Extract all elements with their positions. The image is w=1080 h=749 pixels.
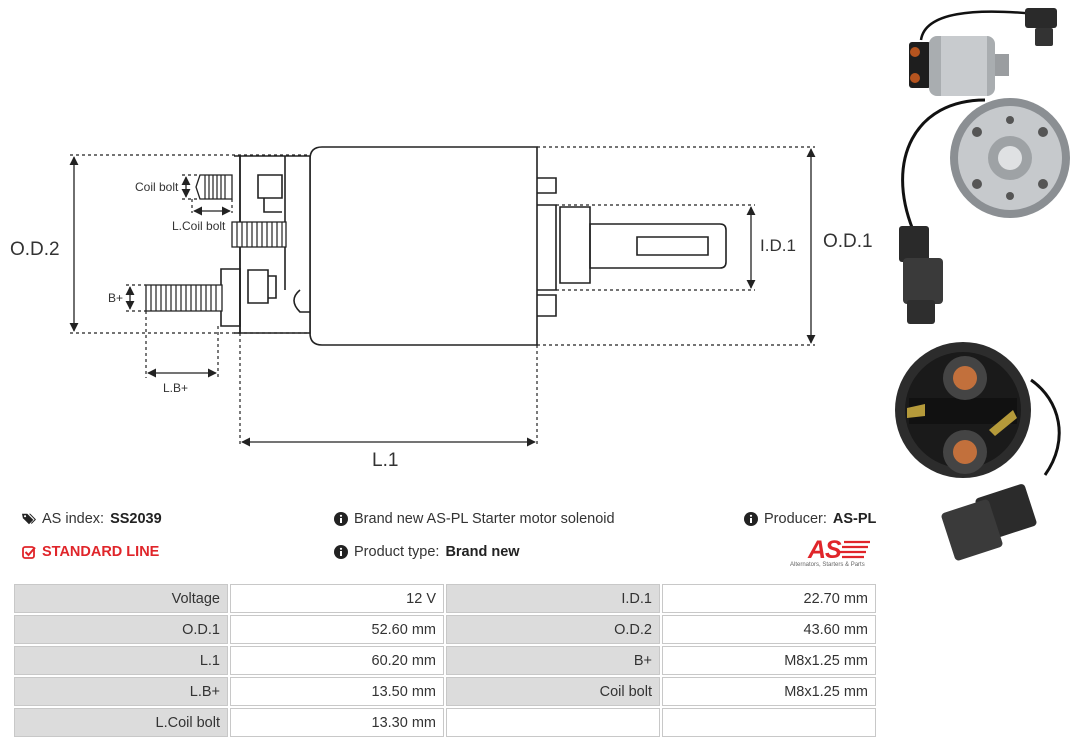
product-photo-rear	[895, 342, 1061, 561]
spec-value: 13.50 mm	[230, 677, 444, 706]
info-icon	[334, 545, 348, 559]
info-icon	[744, 512, 758, 526]
od1-label: O.D.1	[823, 231, 873, 252]
info-icon	[334, 512, 348, 526]
producer: Producer: AS-PL	[744, 511, 876, 527]
table-row: O.D.1 52.60 mm O.D.2 43.60 mm	[14, 615, 876, 644]
logo-brand: AS	[808, 536, 842, 564]
spec-label: L.Coil bolt	[14, 708, 228, 737]
as-index-value: SS2039	[110, 511, 162, 527]
spec-label: Coil bolt	[446, 677, 660, 706]
spec-table: Voltage 12 V I.D.1 22.70 mm O.D.1 52.60 …	[12, 582, 878, 739]
b-plus-label: B+	[108, 291, 123, 305]
producer-value: AS-PL	[832, 511, 877, 527]
spec-value: M8x1.25 mm	[662, 646, 876, 675]
plunger	[589, 223, 727, 269]
logo-tagline: Alternators, Starters & Parts	[790, 562, 865, 568]
product-type: Product type: Brand new	[334, 544, 520, 560]
as-pl-logo: AS Alternators, Starters & Parts	[790, 536, 880, 572]
description-text: Brand new AS-PL Starter motor solenoid	[354, 511, 615, 527]
standard-line-text: STANDARD LINE	[42, 544, 160, 560]
spec-label: B+	[446, 646, 660, 675]
spec-label: O.D.1	[14, 615, 228, 644]
coil-bolt-label: Coil bolt	[135, 180, 179, 194]
plunger-collar	[537, 204, 557, 291]
l-b-plus-label: L.B+	[163, 381, 188, 395]
product-photo-side	[909, 8, 1057, 96]
l-coil-bolt-label: L.Coil bolt	[172, 219, 226, 233]
coil-bolt-lower	[231, 221, 287, 248]
spec-label: L.1	[14, 646, 228, 675]
spec-value: 52.60 mm	[230, 615, 444, 644]
spec-label: L.B+	[14, 677, 228, 706]
spec-label: Voltage	[14, 584, 228, 613]
product-type-value: Brand new	[445, 544, 520, 560]
product-photos	[895, 8, 1070, 561]
spec-label: I.D.1	[446, 584, 660, 613]
table-row: L.B+ 13.50 mm Coil bolt M8x1.25 mm	[14, 677, 876, 706]
od2-label: O.D.2	[10, 239, 60, 260]
as-index-label: AS index:	[42, 511, 105, 527]
logo-stripes	[840, 540, 870, 559]
product-type-label: Product type:	[354, 544, 440, 560]
tags-icon	[22, 512, 36, 526]
spec-value: 12 V	[230, 584, 444, 613]
producer-label: Producer:	[764, 511, 827, 527]
b-plus-bolt	[145, 284, 223, 312]
spec-value: M8x1.25 mm	[662, 677, 876, 706]
table-row: L.1 60.20 mm B+ M8x1.25 mm	[14, 646, 876, 675]
standard-line-badge: STANDARD LINE	[22, 544, 159, 560]
l1-label: L.1	[372, 450, 398, 471]
spec-value: 60.20 mm	[230, 646, 444, 675]
product-photo-front	[899, 98, 1070, 324]
spec-value: 22.70 mm	[662, 584, 876, 613]
table-row: L.Coil bolt 13.30 mm	[14, 708, 876, 737]
description: Brand new AS-PL Starter motor solenoid	[334, 511, 615, 527]
coil-bolt	[195, 174, 233, 200]
spec-value: 43.60 mm	[662, 615, 876, 644]
table-row: Voltage 12 V I.D.1 22.70 mm	[14, 584, 876, 613]
spec-label-empty	[446, 708, 660, 737]
id1-label: I.D.1	[760, 236, 796, 255]
as-index: AS index: SS2039	[22, 511, 162, 527]
technical-drawing: Coil bolt L.Coil bolt B+ L.B+ O.D.2 O.D.…	[10, 146, 873, 471]
spec-label: O.D.2	[446, 615, 660, 644]
checkbox-icon	[22, 545, 36, 559]
solenoid-housing	[309, 146, 538, 346]
spec-value-empty	[662, 708, 876, 737]
spec-value: 13.30 mm	[230, 708, 444, 737]
